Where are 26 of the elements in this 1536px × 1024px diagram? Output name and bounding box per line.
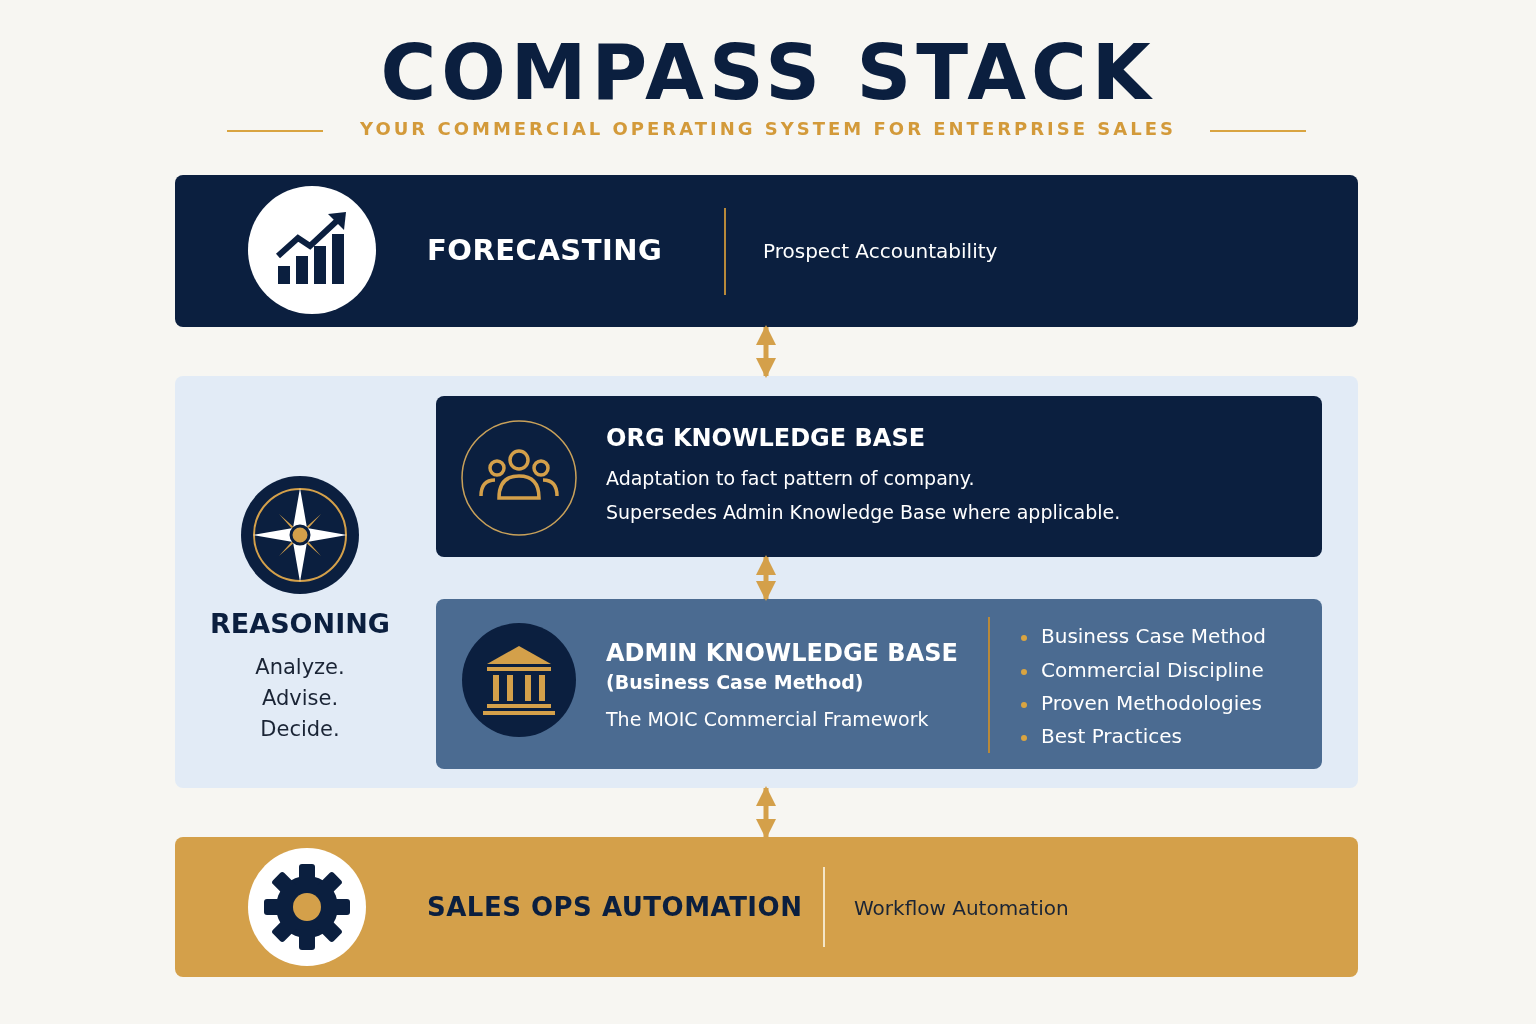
- layer-description: Prospect Accountability: [763, 239, 998, 263]
- layer-description: Workflow Automation: [854, 896, 1069, 920]
- layer-description: Analyze. Advise. Decide.: [254, 654, 346, 743]
- double-arrow: [756, 325, 776, 378]
- description: The MOIC Commercial Framework: [606, 708, 929, 730]
- subtitle: YOUR COMMERCIAL OPERATING SYSTEM FOR ENTERPRISE SALES: [360, 118, 1176, 139]
- bullet-item: Proven Methodologies: [1021, 691, 1262, 715]
- box-title: ADMIN KNOWLEDGE BASE: [606, 639, 958, 667]
- box-title: ORG KNOWLEDGE BASE: [606, 424, 926, 452]
- knowledge-box: [436, 396, 1322, 557]
- layer-band: [175, 175, 1358, 327]
- knowledge-box: [436, 599, 1322, 769]
- double-arrow: [756, 555, 776, 601]
- description: Adaptation to fact pattern of company.: [606, 467, 975, 489]
- title: COMPASS STACK: [379, 28, 1157, 117]
- bullet-item: Business Case Method: [1021, 624, 1266, 648]
- bullet-item: Commercial Discipline: [1021, 658, 1264, 682]
- layer-title: SALES OPS AUTOMATION: [427, 892, 803, 922]
- box-subtitle: (Business Case Method): [606, 671, 864, 693]
- bullet-item: Best Practices: [1021, 724, 1182, 748]
- layer-band: [175, 837, 1358, 977]
- description: Supersedes Admin Knowledge Base where applicable.: [606, 501, 1121, 523]
- double-arrow: [756, 786, 776, 839]
- layer-title: FORECASTING: [427, 233, 663, 267]
- layer-panel: [175, 376, 1358, 788]
- layer-title: REASONING: [209, 608, 391, 639]
